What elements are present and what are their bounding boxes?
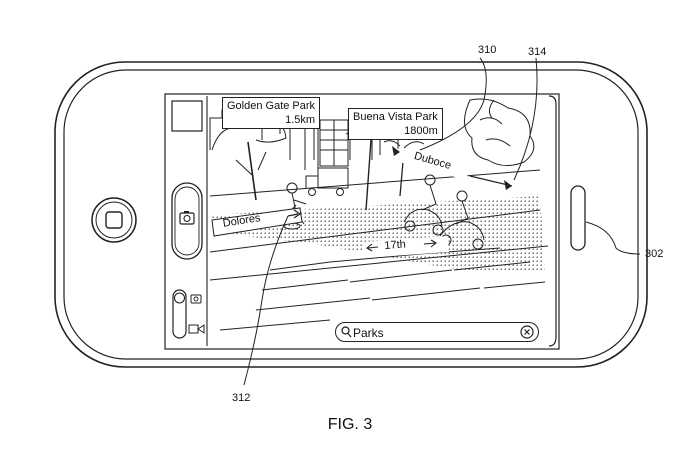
street-overlay-band (210, 196, 545, 272)
clear-icon[interactable] (520, 325, 534, 339)
leader-310 (419, 57, 487, 151)
device-inner-edge (63, 69, 639, 360)
shutter-button (171, 182, 203, 260)
dolores-arrow (287, 209, 302, 219)
dolores-banner (211, 207, 303, 237)
mode-switch (172, 289, 187, 339)
duboce-banner (392, 148, 470, 180)
ref-numeral-302: 302 (645, 248, 664, 260)
search-bar[interactable]: Parks (335, 322, 539, 342)
ref-numeral-314: 314 (528, 46, 547, 58)
thumbnail-preview (171, 100, 203, 132)
ref-numeral-312: 312 (232, 392, 251, 404)
poi-name: Golden Gate Park (227, 100, 316, 112)
duboce-arrow (392, 146, 400, 156)
leader-302 (585, 221, 641, 255)
photo-mode-icon (190, 294, 202, 304)
poi-distance: 1.5km (285, 114, 316, 126)
ref-numeral-310: 310 (478, 44, 497, 56)
home-button-icon (91, 197, 137, 243)
leader-314 (513, 57, 538, 181)
search-input[interactable]: Parks (353, 326, 384, 340)
speaker-slot (570, 185, 586, 251)
screen-bezel (164, 93, 560, 350)
poi-name: Buena Vista Park (353, 111, 438, 123)
magnifier-icon (341, 326, 352, 338)
figure-caption: FIG. 3 (327, 416, 373, 433)
camera-icon (179, 211, 195, 225)
poi-distance: 1800m (404, 125, 438, 137)
video-mode-icon (188, 324, 205, 334)
device-body (54, 61, 648, 368)
poi-label-buena-vista-park[interactable]: Buena Vista Park 1800m (348, 108, 443, 140)
leader-312 (243, 215, 289, 386)
poi-label-golden-gate-park[interactable]: Golden Gate Park 1.5km (222, 97, 321, 129)
street-label-17th[interactable]: 17th (384, 238, 407, 252)
